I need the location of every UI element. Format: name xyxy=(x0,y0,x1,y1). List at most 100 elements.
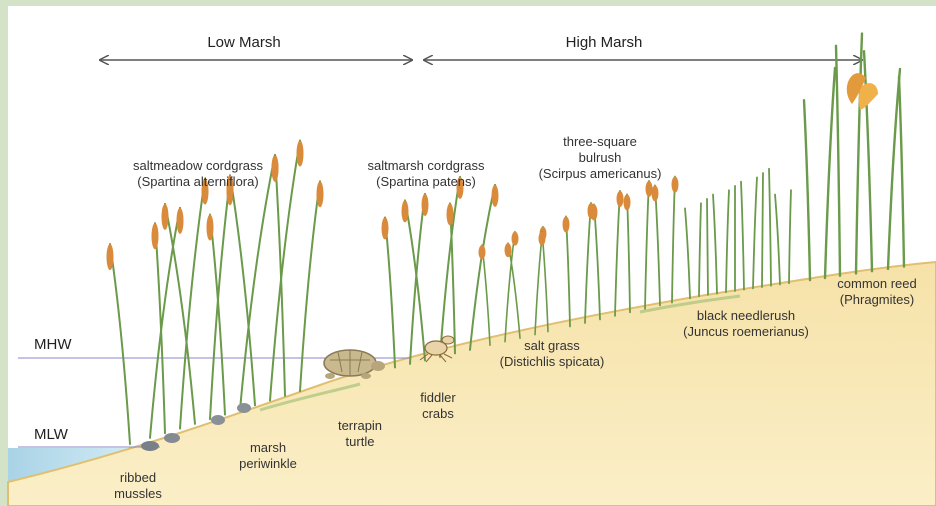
salt-grass-label: salt grass (Distichlis spicata) xyxy=(500,338,605,370)
bulrush-blade xyxy=(615,191,620,316)
needlerush-blade xyxy=(789,190,791,283)
seed-head-icon xyxy=(152,223,159,249)
seed-head-icon xyxy=(272,156,279,182)
needlerush-name: black needlerush xyxy=(683,308,809,324)
saltmeadow-blade xyxy=(165,204,195,424)
saltmeadow-blade xyxy=(240,155,275,410)
periwinkle-line-2: periwinkle xyxy=(239,456,297,472)
salt-grass-name: salt grass xyxy=(500,338,605,354)
reed-stem xyxy=(899,77,904,267)
needlerush-blade xyxy=(753,177,757,288)
saltmarsh-name: saltmarsh cordgrass xyxy=(367,158,484,174)
seed-head-icon xyxy=(563,216,570,232)
seed-head-icon xyxy=(177,208,184,234)
seed-head-icon xyxy=(317,181,324,207)
needlerush-blade xyxy=(762,173,763,287)
saltmeadow-blade xyxy=(110,244,130,444)
reed-stem xyxy=(825,68,835,278)
seed-head-icon xyxy=(107,244,114,270)
mussels-line-1: ribbed xyxy=(114,470,162,486)
crabs-line-2: crabs xyxy=(420,406,455,422)
seed-head-icon xyxy=(617,191,624,207)
reed-label: common reed (Phragmites) xyxy=(837,276,916,308)
bulrush-latin: (Scirpus americanus) xyxy=(539,166,662,182)
saltmarsh-label: saltmarsh cordgrass (Spartina patens) xyxy=(367,158,484,190)
periwinkle-label: marsh periwinkle xyxy=(239,440,297,472)
bulrush-blade xyxy=(655,185,660,305)
crabs-line-1: fiddler xyxy=(420,390,455,406)
periwinkle-line-1: marsh xyxy=(239,440,297,456)
reed-name: common reed xyxy=(837,276,916,292)
reed-latin: (Phragmites) xyxy=(837,292,916,308)
mussels-label: ribbed mussles xyxy=(114,470,162,502)
saltmeadow-label: saltmeadow cordgrass (Spartina alternifl… xyxy=(133,158,263,190)
seed-head-icon xyxy=(652,185,659,201)
seed-head-icon xyxy=(422,194,429,216)
saltmeadow-blade xyxy=(210,179,230,419)
needlerush-blade xyxy=(713,195,717,294)
needlerush-latin: (Juncus roemerianus) xyxy=(683,324,809,340)
saltmeadow-blade xyxy=(275,156,285,396)
bulrush-name-1: three-square xyxy=(539,134,662,150)
needlerush-blade xyxy=(726,190,729,292)
needlerush-blade xyxy=(769,169,771,286)
seed-head-icon xyxy=(505,243,512,257)
reed-stem xyxy=(836,46,840,276)
seed-head-icon xyxy=(297,141,304,167)
seed-head-icon xyxy=(207,215,214,241)
bulrush-blade xyxy=(627,194,630,312)
mlw-label: MLW xyxy=(34,427,68,443)
needlerush-blade xyxy=(707,199,708,295)
saltmarsh-blade xyxy=(470,185,495,350)
needlerush-label: black needlerush (Juncus roemerianus) xyxy=(683,308,809,340)
salt-grass-latin: (Distichlis spicata) xyxy=(500,354,605,370)
bulrush-name-2: bulrush xyxy=(539,150,662,166)
saltmeadow-latin: (Spartina alterniflora) xyxy=(133,174,263,190)
saltmeadow-blade xyxy=(230,175,255,405)
saltmeadow-blade xyxy=(155,223,165,433)
saltmeadow-blade xyxy=(300,181,320,391)
bulrush-label: three-square bulrush (Scirpus americanus… xyxy=(539,134,662,182)
seed-head-icon xyxy=(512,232,519,246)
seed-head-icon xyxy=(539,232,546,246)
needlerush-blade xyxy=(685,208,690,298)
mussel-shell xyxy=(164,433,180,443)
seed-head-icon xyxy=(479,245,486,259)
bulrush-blade xyxy=(645,181,649,309)
needlerush-blade xyxy=(699,203,701,296)
saltmarsh-blade xyxy=(385,217,395,367)
periwinkle-shell xyxy=(237,403,251,413)
high-marsh-label: High Marsh xyxy=(566,35,643,51)
mussels-line-2: mussles xyxy=(114,486,162,502)
terrapin-line-1: terrapin xyxy=(338,418,382,434)
reed-stem xyxy=(856,34,862,274)
seed-head-icon xyxy=(492,185,499,207)
saltmarsh-latin: (Spartina patens) xyxy=(367,174,484,190)
reed-stem xyxy=(804,100,810,280)
reed-stem xyxy=(888,69,900,269)
mussel-shell xyxy=(141,441,159,451)
periwinkle-shell xyxy=(211,415,225,425)
phragmites-plume-icon xyxy=(847,73,878,110)
salt-grass-blade xyxy=(482,245,490,345)
seed-head-icon xyxy=(591,204,598,220)
bulrush-blade xyxy=(594,204,600,319)
seed-head-icon xyxy=(646,181,653,197)
crabs-label: fiddler crabs xyxy=(420,390,455,422)
terrapin-label: terrapin turtle xyxy=(338,418,382,450)
mhw-label: MHW xyxy=(34,337,72,353)
needlerush-blade xyxy=(775,194,780,284)
bulrush-blade xyxy=(672,177,675,303)
needlerush-blade xyxy=(741,182,744,290)
bulrush-blade xyxy=(585,203,591,323)
terrapin-line-2: turtle xyxy=(338,434,382,450)
seed-head-icon xyxy=(672,177,679,193)
saltmeadow-name: saltmeadow cordgrass xyxy=(133,158,263,174)
seed-head-icon xyxy=(382,217,389,239)
seed-head-icon xyxy=(624,194,631,210)
low-marsh-label: Low Marsh xyxy=(207,35,280,51)
seed-head-icon xyxy=(162,204,169,230)
salt-grass-blade xyxy=(508,243,520,338)
